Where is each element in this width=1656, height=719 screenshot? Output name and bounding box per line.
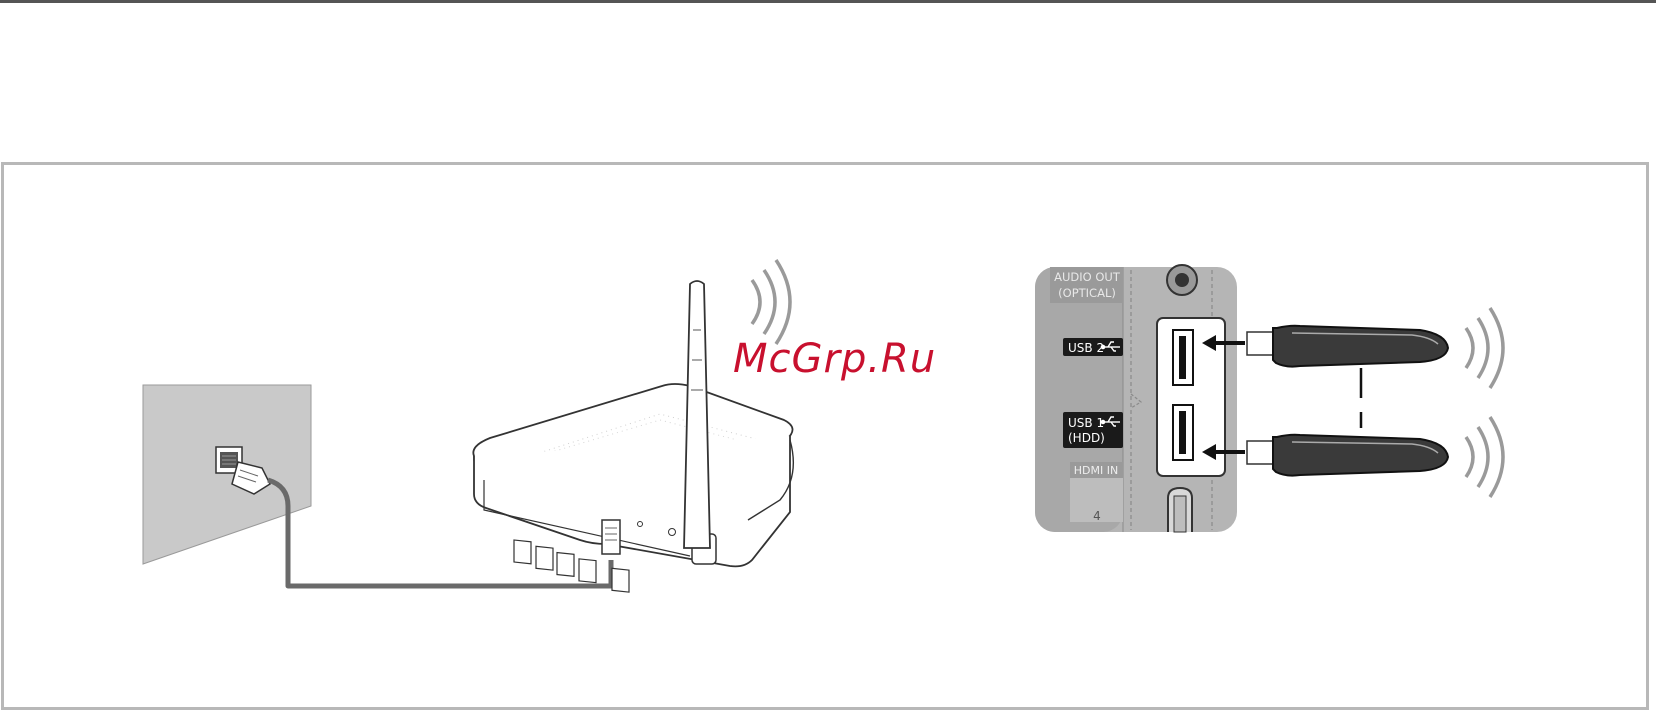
audio-out-label: AUDIO OUT [1054, 270, 1121, 284]
watermark: McGrp.Ru [733, 336, 936, 382]
hdmi-number-label: 4 [1093, 509, 1101, 523]
usb1-label: USB 1 (HDD) [1063, 412, 1123, 448]
wireless-lan-adapter-bottom [1247, 435, 1448, 476]
router-ethernet-plug-icon [602, 520, 620, 554]
tv-connection-panel: AUDIO OUT (OPTICAL) USB 2 USB 1 (HDD) [1035, 265, 1237, 532]
wireless-router [473, 281, 793, 592]
hdmi-in-label: HDMI IN [1074, 464, 1118, 477]
optical-label: (OPTICAL) [1058, 286, 1116, 300]
hdd-label-text: (HDD) [1068, 431, 1105, 445]
usb1-port [1173, 405, 1193, 460]
usb2-label-text: USB 2 [1068, 341, 1104, 355]
wireless-signal-icon [752, 260, 790, 344]
wireless-signal-icon [1466, 417, 1503, 497]
usb2-port [1173, 330, 1193, 385]
usb1-label-text: USB 1 [1068, 416, 1104, 430]
usb2-label: USB 2 [1063, 338, 1123, 356]
wireless-lan-adapter-top [1247, 326, 1448, 367]
wireless-signal-icon [1466, 308, 1503, 388]
